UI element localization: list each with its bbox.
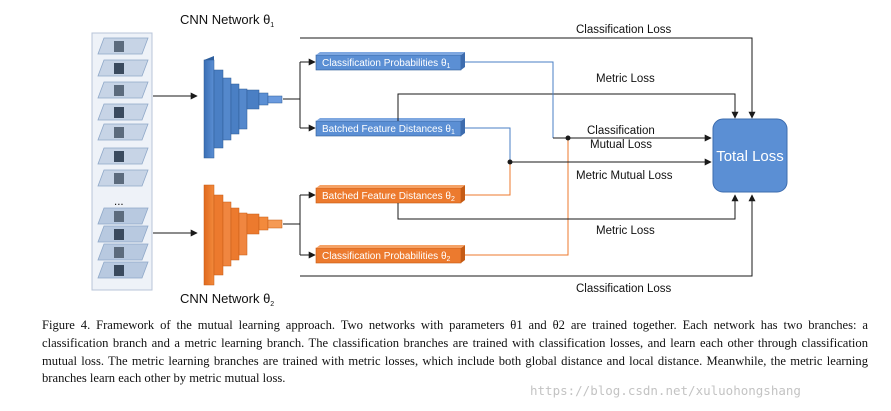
- image-person-silhouette: [114, 107, 124, 118]
- box-batched-feature-distances-1: Batched Feature Distances θ1: [315, 118, 465, 137]
- image-frames: [97, 37, 149, 279]
- image-person-silhouette: [114, 247, 124, 258]
- box-classification-probabilities-2: Classification Probabilities θ2: [315, 245, 465, 264]
- svg-text:Classification Probabilities θ: Classification Probabilities θ1: [322, 58, 451, 70]
- line-cls-prob-2-to-mutual: [465, 138, 569, 256]
- image-ellipsis: ...: [114, 196, 124, 208]
- junction-classification-mutual: [565, 135, 571, 141]
- line-batched-1-to-metric-mutual: [465, 127, 511, 162]
- label-classification-loss-top: Classification Loss: [576, 24, 671, 36]
- cnn2-output-arrows: [283, 191, 316, 259]
- label-metric-loss-bottom: Metric Loss: [596, 225, 655, 237]
- input-image-stack: ...: [91, 32, 153, 291]
- image-person-silhouette: [114, 151, 124, 162]
- figure-caption: Figure 4. Framework of the mutual learni…: [42, 318, 868, 386]
- image-person-silhouette: [114, 63, 124, 74]
- svg-text:Classification Probabilities θ: Classification Probabilities θ2: [322, 251, 451, 263]
- cnn1-output-arrows: [283, 58, 316, 132]
- image-person-silhouette: [114, 211, 124, 222]
- label-classification-loss-bottom: Classification Loss: [576, 283, 671, 295]
- svg-text:Batched Feature Distances θ2: Batched Feature Distances θ2: [322, 191, 455, 203]
- line-metric-loss-top: [397, 93, 739, 121]
- svg-text:Batched Feature Distances θ1: Batched Feature Distances θ1: [322, 124, 455, 136]
- image-person-silhouette: [114, 265, 124, 276]
- line-batched-2-to-metric-mutual: [465, 162, 511, 196]
- total-loss-label: Total Loss: [716, 148, 784, 165]
- box-classification-probabilities-1: Classification Probabilities θ1: [315, 52, 465, 71]
- line-classification-loss-top: [300, 37, 756, 119]
- cnn-network-2-label: CNN Network θ2: [180, 291, 274, 308]
- label-classification-mutual-2: Mutual Loss: [590, 139, 652, 151]
- cnn-network-1-label: CNN Network θ1: [180, 12, 274, 29]
- line-classification-loss-bottom: [300, 194, 756, 277]
- image-person-silhouette: [114, 85, 124, 96]
- cnn-network-1: [203, 56, 283, 159]
- label-metric-mutual-loss: Metric Mutual Loss: [576, 170, 673, 182]
- line-metric-loss-bottom: [397, 194, 739, 220]
- image-person-silhouette: [114, 127, 124, 138]
- cnn-network-2: [203, 184, 283, 286]
- box-batched-feature-distances-2: Batched Feature Distances θ2: [315, 185, 465, 204]
- label-classification-mutual-1: Classification: [587, 125, 655, 137]
- watermark: https://blog.csdn.net/xuluohongshang: [530, 383, 801, 398]
- label-metric-loss-top: Metric Loss: [596, 73, 655, 85]
- image-person-silhouette: [114, 229, 124, 240]
- line-cls-prob-1-to-mutual: [465, 61, 554, 138]
- image-person-silhouette: [114, 41, 124, 52]
- image-person-silhouette: [114, 173, 124, 184]
- junction-metric-mutual: [507, 159, 513, 165]
- total-loss-node: Total Loss: [712, 118, 788, 193]
